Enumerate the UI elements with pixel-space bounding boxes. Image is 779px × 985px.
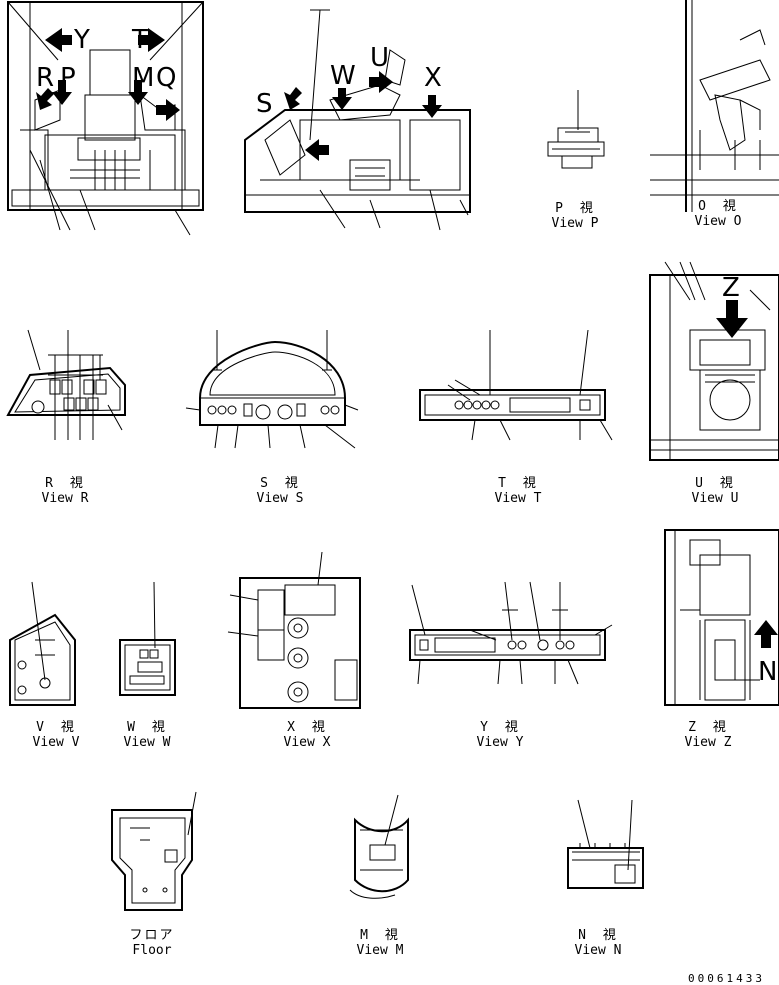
arrow-up-icon [754,620,778,648]
arrow-down-icon [422,95,442,118]
view-m-caption: M 視 View M [350,928,410,958]
view-t-drawing [420,330,612,440]
view-r-caption: R 視 View R [35,476,95,506]
floor-caption-en: Floor [132,943,172,958]
overview-letter-r: R [36,63,54,93]
view-x-caption-jp: X 視 [287,720,327,735]
view-v-caption-jp: V 視 [36,720,76,735]
view-r-caption-en: View R [41,491,89,506]
view-x-caption-en: View X [283,735,331,750]
arrow-diag-icon [284,87,302,110]
view-m-caption-jp: M 視 [360,928,400,943]
arrow-right-icon [369,71,393,93]
view-u-drawing: Z [650,262,779,460]
arrow-down-icon [716,300,748,338]
view-y-caption: Y 視 View Y [470,720,530,750]
view-p-caption-jp: P 視 [555,201,595,216]
view-o-caption-en: View O [694,214,742,229]
arrow-right-icon [138,28,165,52]
view-y-caption-jp: Y 視 [480,720,520,735]
view-t-caption-jp: T 視 [498,476,538,491]
view-u-letter-z: Z [722,273,740,303]
overview-letter-t: T [131,25,148,55]
view-o-caption: O 視 View O [688,199,748,229]
arrow-down-icon [128,80,148,105]
view-n-drawing [568,800,643,888]
view-x-drawing [228,552,360,708]
view-u-caption-en: View U [691,491,739,506]
overview-cab-front: Y T R P M Q [8,2,203,235]
arrow-down-icon [332,88,352,110]
view-z-caption: Z 視 View Z [678,720,738,750]
view-n-caption-en: View N [574,943,622,958]
view-p-caption: P 視 View P [545,201,605,231]
view-s-caption-jp: S 視 [260,476,300,491]
view-y-drawing [410,582,612,684]
arrow-diag-icon [36,88,54,110]
view-z-caption-en: View Z [684,735,732,750]
overview-letter-x: X [424,63,442,93]
view-m-caption-en: View M [356,943,404,958]
view-w-caption-en: View W [123,735,171,750]
arrow-left-icon [45,28,72,52]
view-m-drawing [350,795,408,898]
overview-letter-m: M [132,63,154,93]
view-u-caption-jp: U 視 [695,476,735,491]
view-u-caption: U 視 View U [685,476,745,506]
floor-caption: フロア Floor [122,928,182,958]
floor-caption-jp: フロア [129,928,175,943]
document-number: 00061433 [688,972,765,985]
view-r-caption-jp: R 視 [45,476,85,491]
floor-drawing [112,792,196,910]
overview-letter-q: Q [156,63,176,93]
overview-letter-s: S [256,89,273,119]
view-w-caption-jp: W 視 [127,720,167,735]
view-r-drawing [8,330,125,440]
view-s-drawing [186,330,358,448]
arrow-down-icon [52,80,72,105]
view-v-caption-en: View V [32,735,80,750]
view-z-drawing: N [665,530,779,705]
view-v-drawing [10,582,75,705]
view-n-caption: N 視 View N [568,928,628,958]
arrow-left-icon [305,139,329,161]
view-p-drawing [548,90,604,168]
view-o-caption-jp: O 視 [698,199,738,214]
view-y-caption-en: View Y [476,735,524,750]
view-n-caption-jp: N 視 [578,928,618,943]
view-w-caption: W 視 View W [117,720,177,750]
view-t-caption: T 視 View T [488,476,548,506]
overview-letter-y: Y [73,25,90,55]
view-z-letter-n: N [758,657,777,687]
view-s-caption: S 視 View S [250,476,310,506]
view-z-caption-jp: Z 視 [688,720,728,735]
arrow-right-icon [156,99,180,121]
view-w-drawing [120,582,175,695]
overview-letter-p: P [60,63,76,93]
view-o-drawing [650,0,779,212]
view-t-caption-en: View T [494,491,542,506]
view-x-caption: X 視 View X [277,720,337,750]
view-v-caption: V 視 View V [26,720,86,750]
overview-letter-w: W [330,61,356,91]
overview-letter-u: U [370,43,389,73]
overview-cab-side: S W U X [245,10,470,230]
view-p-caption-en: View P [551,216,599,231]
view-s-caption-en: View S [256,491,304,506]
